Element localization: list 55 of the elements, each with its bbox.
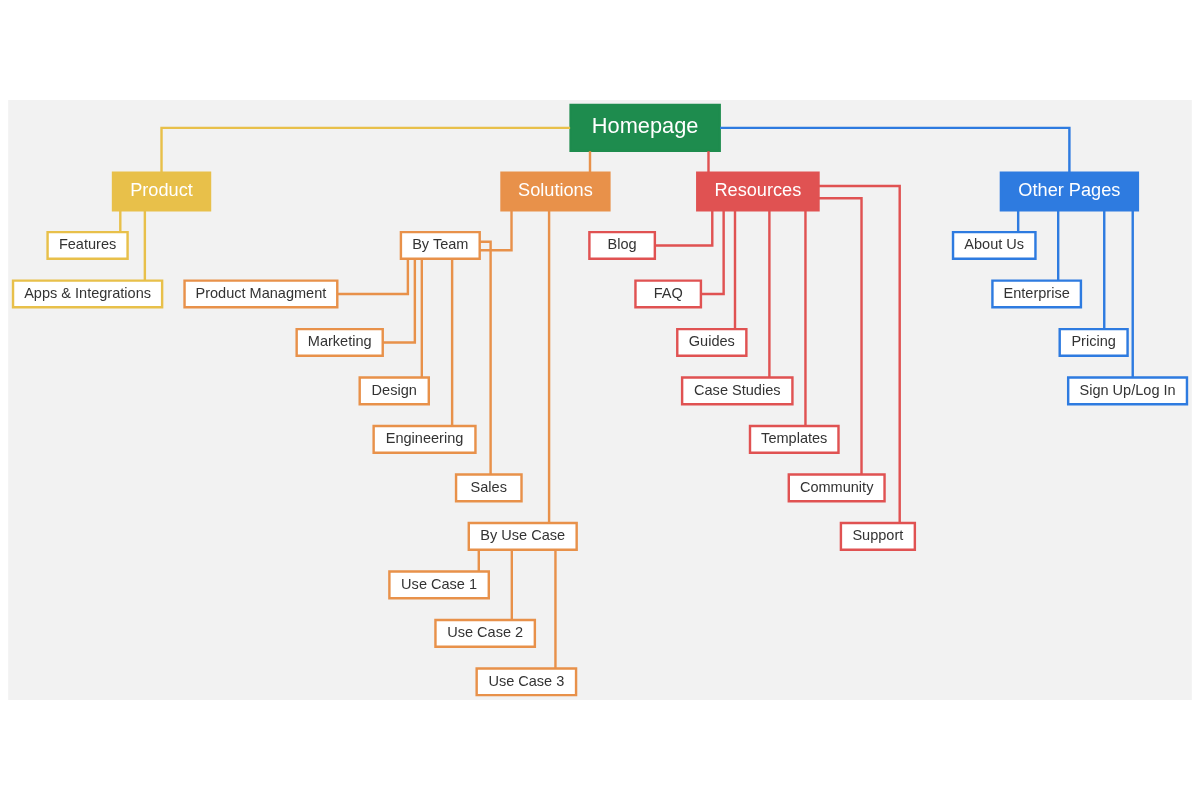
connector — [479, 240, 492, 475]
connector — [510, 549, 514, 620]
connector — [554, 549, 557, 669]
node-box: Blog — [588, 230, 657, 260]
connector — [337, 259, 410, 296]
connector — [701, 210, 725, 296]
node-box: Solutions — [500, 171, 611, 212]
connector — [733, 210, 737, 329]
node-box: Support — [839, 521, 917, 551]
connector — [720, 126, 1071, 173]
node-box: Use Case 3 — [475, 667, 578, 697]
node-box: Apps & Integrations — [11, 279, 164, 309]
connector — [477, 550, 480, 572]
node-box: Case Studies — [680, 376, 794, 406]
connector — [804, 210, 807, 426]
node-box: Product — [111, 171, 212, 212]
node-box: Homepage — [569, 103, 721, 153]
node-box: About Us — [951, 230, 1037, 260]
connector — [480, 210, 513, 252]
connector — [707, 151, 710, 173]
connector — [818, 196, 863, 475]
connector — [450, 259, 454, 426]
connector — [1103, 210, 1106, 329]
connector — [768, 210, 771, 378]
connector — [1056, 210, 1060, 281]
node-box: Features — [46, 230, 129, 260]
node-box: FAQ — [634, 279, 703, 309]
connector — [119, 210, 122, 233]
connector — [1016, 210, 1020, 233]
node-box: Use Case 1 — [388, 570, 490, 600]
node-box: Sales — [454, 473, 523, 503]
node-box: Guides — [676, 327, 748, 357]
connector — [588, 151, 592, 173]
connector — [547, 210, 551, 523]
node-box: Product Managment — [183, 279, 339, 309]
node-box: By Use Case — [467, 521, 578, 551]
connector — [655, 210, 714, 247]
connector — [143, 210, 147, 281]
connector — [420, 258, 424, 378]
connector — [1131, 210, 1134, 378]
connector — [383, 258, 417, 344]
node-box: Templates — [748, 424, 840, 454]
node-box: Design — [358, 376, 430, 406]
node-box: Enterprise — [991, 279, 1083, 309]
connector — [160, 126, 571, 173]
node-box: Community — [787, 473, 886, 503]
node-box: By Team — [399, 230, 481, 260]
node-box: Resources — [696, 171, 820, 212]
node-box: Pricing — [1058, 327, 1129, 357]
node-box: Engineering — [372, 424, 477, 454]
connector — [818, 184, 901, 523]
node-box: Marketing — [295, 327, 384, 357]
node-box: Other Pages — [999, 171, 1140, 212]
node-box: Use Case 2 — [434, 618, 537, 648]
node-box: Sign Up/Log In — [1066, 376, 1189, 406]
